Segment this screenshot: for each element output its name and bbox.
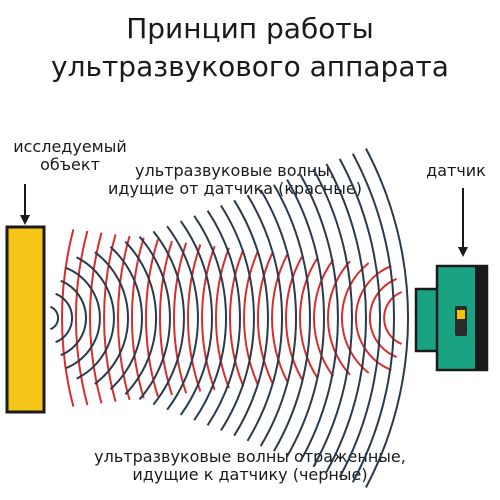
black-wave-arc	[299, 173, 339, 463]
black-wave-arc	[138, 235, 171, 401]
red-wave-arc	[158, 240, 173, 396]
red-wave-arc	[369, 277, 397, 359]
red-wave-arc	[61, 229, 75, 407]
red-wave-arc	[243, 250, 259, 386]
red-waves-label-line-2: идущие от датчика (красные)	[108, 179, 362, 198]
red-wave-arc	[215, 247, 230, 389]
black-wave-arc	[65, 266, 101, 370]
black-waves-label-line-1: ультразвуковые волны отраженные,	[94, 447, 406, 466]
red-wave-arc	[341, 262, 370, 374]
red-wave-arc	[257, 252, 274, 384]
black-wave-arc	[259, 189, 297, 447]
red-wave-arc	[383, 291, 403, 345]
black-wave-arc	[193, 215, 228, 421]
black-wave-arc	[49, 305, 60, 331]
red-wave-arc	[173, 242, 188, 394]
black-waves-label: ультразвуковые волны отраженные, идущие …	[0, 448, 500, 484]
red-wave-arc	[299, 257, 319, 379]
red-waves-label-line-1: ультразвуковые волны,	[135, 161, 335, 180]
black-wave-arc	[325, 163, 367, 473]
red-wave-arc	[74, 230, 89, 406]
object-label-line-1: исследуемый	[13, 137, 127, 156]
black-wave-arc	[338, 158, 382, 478]
title-line-1: Принцип работы	[126, 12, 374, 45]
red-wave-arc	[103, 234, 117, 402]
red-wave-arc	[187, 244, 202, 392]
red-wave-arc	[327, 260, 351, 376]
black-wave-arc	[94, 251, 129, 385]
black-wave-arc	[166, 225, 199, 411]
title-line-2: ультразвукового аппарата	[51, 50, 449, 83]
black-wave-arc	[152, 230, 185, 406]
black-wave-arc	[55, 292, 74, 344]
black-wave-arc	[124, 241, 158, 395]
black-wave-arc	[60, 279, 87, 357]
red-wave-arc	[116, 235, 131, 401]
red-wave-arc	[88, 232, 103, 404]
red-wave-arc	[201, 245, 216, 391]
black-wave-arc	[273, 184, 311, 452]
black-wave-arc	[220, 204, 255, 432]
sensor-indicator-light	[457, 310, 465, 319]
red-wave-arc	[354, 264, 392, 372]
wave-arcs	[49, 148, 409, 488]
red-wave-arc	[130, 237, 145, 399]
sensor-device	[414, 264, 489, 372]
object-label-line-2: объект	[40, 155, 100, 174]
black-wave-arc	[351, 153, 395, 483]
black-wave-arc	[109, 246, 143, 390]
red-wave-arc	[285, 255, 304, 381]
black-wave-arc	[312, 168, 354, 468]
red-wave-arc	[312, 259, 335, 377]
black-wave-arc	[233, 199, 269, 437]
sensor-label: датчик	[426, 161, 486, 180]
red-waves-label: ультразвуковые волны, идущие от датчика …	[60, 162, 410, 198]
sensor-back-panel	[475, 266, 487, 370]
red-wave-arc	[229, 249, 245, 387]
black-wave-arc	[206, 210, 241, 426]
red-wave-arc	[271, 254, 289, 382]
black-wave-arc	[286, 179, 325, 457]
black-wave-arc	[76, 256, 115, 380]
black-wave-arc	[246, 194, 283, 442]
examined-object	[5, 225, 46, 414]
object-label: исследуемый объект	[0, 138, 140, 174]
black-waves-label-line-2: идущие к датчику (черные)	[132, 465, 368, 484]
black-wave-arc	[365, 148, 409, 488]
black-wave-arc	[179, 220, 213, 416]
